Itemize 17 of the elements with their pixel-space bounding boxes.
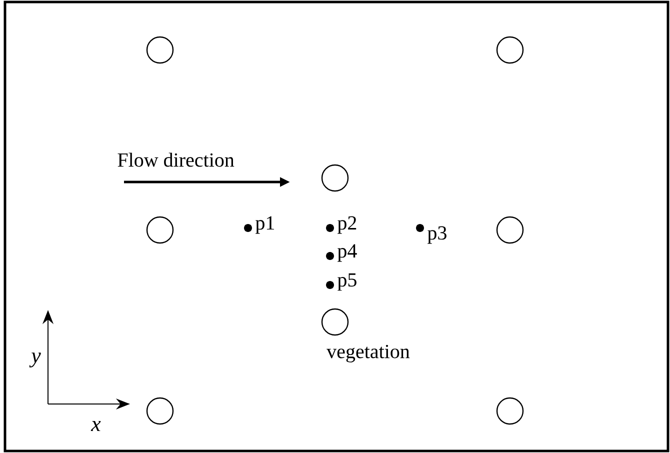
vegetation-circle	[146, 397, 174, 425]
vegetation-circle	[146, 36, 174, 64]
point-label: p2	[338, 216, 356, 234]
axis-label: y	[29, 352, 41, 368]
vegetation-circle	[321, 308, 349, 336]
vegetation-circle	[496, 216, 524, 244]
node-caption: vegetation	[326, 344, 410, 362]
point-label: p4	[338, 244, 357, 262]
vegetation-circle	[496, 397, 524, 425]
vegetation-circle	[496, 36, 524, 64]
vegetation-circle	[321, 164, 349, 192]
vegetation-circle	[146, 216, 174, 244]
point-label: p5	[338, 273, 356, 291]
axis-label: x	[90, 420, 101, 432]
point-label: p3	[428, 226, 446, 244]
flow-label: Flow direction	[118, 152, 234, 167]
point-label: p1	[256, 216, 274, 234]
